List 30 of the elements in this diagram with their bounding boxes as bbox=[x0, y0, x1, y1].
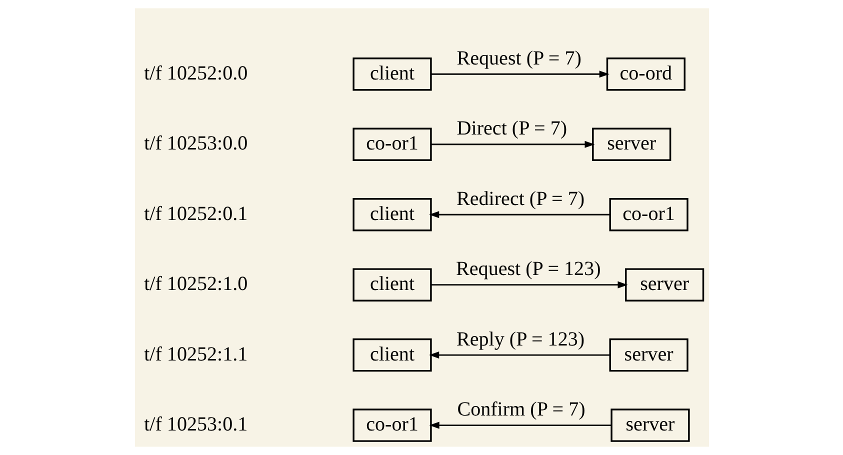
node-box: co-or1 bbox=[608, 198, 688, 232]
edge-label: Redirect (P = 7) bbox=[456, 188, 584, 210]
arrow bbox=[428, 422, 612, 429]
arrow bbox=[430, 281, 628, 288]
node-box: co-or1 bbox=[352, 128, 432, 161]
node-box: client bbox=[352, 268, 432, 302]
edge-label: Request (P = 7) bbox=[456, 47, 581, 70]
node-box: server bbox=[592, 128, 671, 161]
edge-label: Confirm (P = 7) bbox=[456, 398, 585, 421]
node-box: client bbox=[352, 58, 432, 91]
arrow bbox=[428, 211, 610, 218]
node-box: client bbox=[352, 338, 432, 372]
edge-label: Request (P = 123) bbox=[456, 258, 600, 280]
node-box: co-ord bbox=[606, 58, 685, 91]
label: t/f 10252:1.0 bbox=[144, 273, 248, 296]
arrow bbox=[430, 140, 594, 148]
arrow bbox=[430, 70, 609, 78]
arrow bbox=[428, 352, 610, 359]
edge-label: Direct (P = 7) bbox=[456, 118, 567, 140]
node-box: co-or1 bbox=[352, 408, 432, 442]
label: t/f 10252:1.1 bbox=[144, 343, 248, 366]
label: t/f 10252:0.0 bbox=[144, 62, 248, 84]
label: t/f 10252:0.1 bbox=[144, 202, 248, 225]
node-box: server bbox=[624, 268, 704, 302]
label: t/f 10253:0.1 bbox=[144, 414, 248, 436]
label: t/f 10253:0.0 bbox=[144, 132, 248, 155]
node-box: server bbox=[610, 408, 690, 442]
node-box: client bbox=[352, 198, 432, 232]
node-box: server bbox=[608, 338, 688, 372]
edge-label: Reply (P = 123) bbox=[456, 328, 584, 350]
